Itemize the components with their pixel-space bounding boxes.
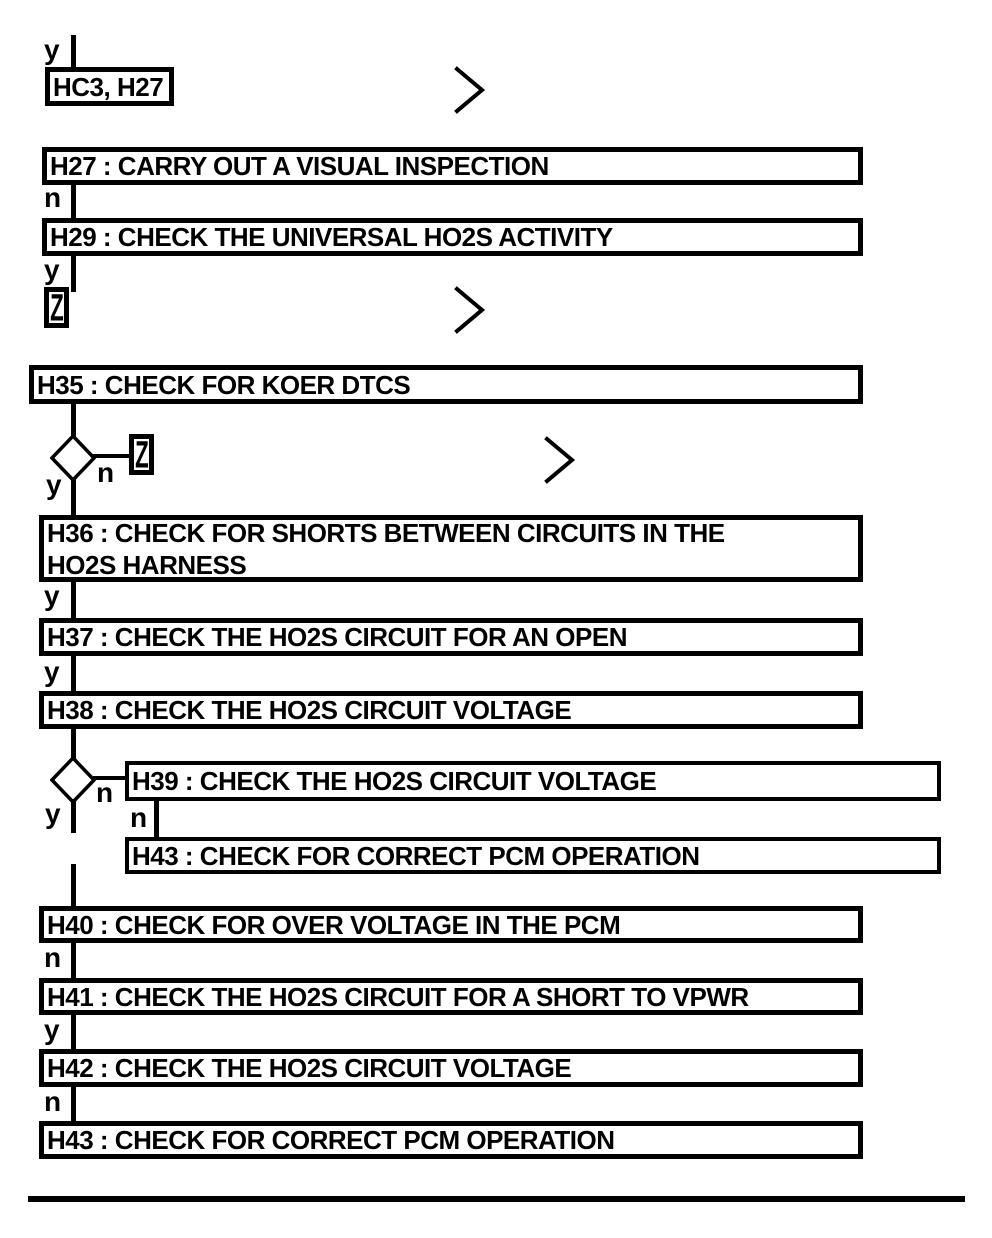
step-text: H40 : CHECK FOR OVER VOLTAGE IN THE PCM bbox=[47, 909, 621, 940]
connector-line bbox=[71, 1014, 76, 1049]
branch-label-no: n bbox=[44, 182, 62, 213]
decision-diamond bbox=[50, 756, 96, 804]
connector-line bbox=[71, 1086, 76, 1121]
step-text: H42 : CHECK THE HO2S CIRCUIT VOLTAGE bbox=[47, 1053, 572, 1083]
branch-label-no: n bbox=[130, 802, 148, 833]
step-box-h43: H43 : CHECK FOR CORRECT PCM OPERATION bbox=[39, 1121, 863, 1159]
connector-line bbox=[71, 655, 76, 691]
step-text: H43 : CHECK FOR CORRECT PCM OPERATION bbox=[47, 1125, 615, 1155]
connector-line bbox=[71, 256, 76, 292]
step-text: H39 : CHECK THE HO2S CIRCUIT VOLTAGE bbox=[132, 766, 657, 796]
page-connector-z: Z bbox=[44, 287, 69, 328]
connector-line bbox=[71, 185, 76, 218]
step-box-h41: H41 : CHECK THE HO2S CIRCUIT FOR A SHORT… bbox=[39, 978, 863, 1015]
branch-label-no: n bbox=[97, 457, 115, 488]
branch-label-yes: y bbox=[44, 656, 60, 687]
page-connector-label: Z bbox=[49, 285, 64, 329]
branch-line-no bbox=[93, 454, 129, 458]
step-box-h43-branch: H43 : CHECK FOR CORRECT PCM OPERATION bbox=[125, 837, 941, 874]
off-page-arrow-icon bbox=[544, 436, 576, 484]
step-box-h38: H38 : CHECK THE HO2S CIRCUIT VOLTAGE bbox=[39, 691, 863, 729]
branch-label-yes: y bbox=[44, 34, 60, 65]
step-text-line1: H36 : CHECK FOR SHORTS BETWEEN CIRCUITS … bbox=[47, 517, 725, 548]
connector-line bbox=[71, 403, 76, 438]
step-box-h35: H35 : CHECK FOR KOER DTCS bbox=[29, 365, 863, 404]
step-text: H43 : CHECK FOR CORRECT PCM OPERATION bbox=[132, 840, 700, 871]
page-connector-z: Z bbox=[129, 434, 154, 475]
connector-line bbox=[71, 864, 76, 906]
connector-line bbox=[71, 799, 76, 833]
branch-label-yes: y bbox=[46, 469, 62, 500]
branch-label-yes: y bbox=[45, 798, 61, 829]
connector-line bbox=[71, 582, 76, 618]
off-page-arrow-icon bbox=[454, 286, 486, 334]
step-box-h37: H37 : CHECK THE HO2S CIRCUIT FOR AN OPEN bbox=[39, 618, 863, 656]
branch-label-no: n bbox=[44, 942, 62, 973]
branch-label-no: n bbox=[96, 777, 114, 808]
branch-line-no bbox=[93, 776, 125, 780]
step-box-h39: H39 : CHECK THE HO2S CIRCUIT VOLTAGE bbox=[125, 761, 941, 801]
branch-label-yes: y bbox=[44, 1014, 60, 1045]
step-text: H27 : CARRY OUT A VISUAL INSPECTION bbox=[50, 151, 549, 181]
entry-connector-box: HC3, H27 bbox=[45, 67, 174, 106]
connector-line bbox=[154, 800, 159, 837]
step-text: H35 : CHECK FOR KOER DTCS bbox=[37, 369, 411, 400]
step-box-h42: H42 : CHECK THE HO2S CIRCUIT VOLTAGE bbox=[39, 1049, 863, 1087]
entry-connector-label: HC3, H27 bbox=[53, 71, 164, 102]
step-box-h36: H36 : CHECK FOR SHORTS BETWEEN CIRCUITS … bbox=[39, 515, 863, 582]
step-text: H29 : CHECK THE UNIVERSAL HO2S ACTIVITY bbox=[50, 222, 613, 252]
branch-label-yes: y bbox=[44, 254, 60, 285]
step-box-h27: H27 : CARRY OUT A VISUAL INSPECTION bbox=[42, 147, 863, 185]
step-text: H38 : CHECK THE HO2S CIRCUIT VOLTAGE bbox=[47, 695, 572, 725]
branch-label-no: n bbox=[44, 1086, 62, 1117]
step-text: H41 : CHECK THE HO2S CIRCUIT FOR A SHORT… bbox=[47, 981, 749, 1012]
step-box-h29: H29 : CHECK THE UNIVERSAL HO2S ACTIVITY bbox=[42, 218, 863, 256]
connector-line bbox=[71, 35, 76, 67]
step-text: H37 : CHECK THE HO2S CIRCUIT FOR AN OPEN bbox=[47, 622, 627, 652]
page-divider-rule bbox=[28, 1196, 965, 1202]
branch-label-yes: y bbox=[44, 580, 60, 611]
page-connector-label: Z bbox=[134, 432, 149, 476]
connector-line bbox=[71, 478, 76, 515]
off-page-arrow-icon bbox=[454, 66, 486, 114]
step-box-h40: H40 : CHECK FOR OVER VOLTAGE IN THE PCM bbox=[39, 906, 863, 943]
connector-line bbox=[71, 728, 76, 759]
connector-line bbox=[71, 943, 76, 978]
step-text-line2: HO2S HARNESS bbox=[47, 549, 247, 580]
